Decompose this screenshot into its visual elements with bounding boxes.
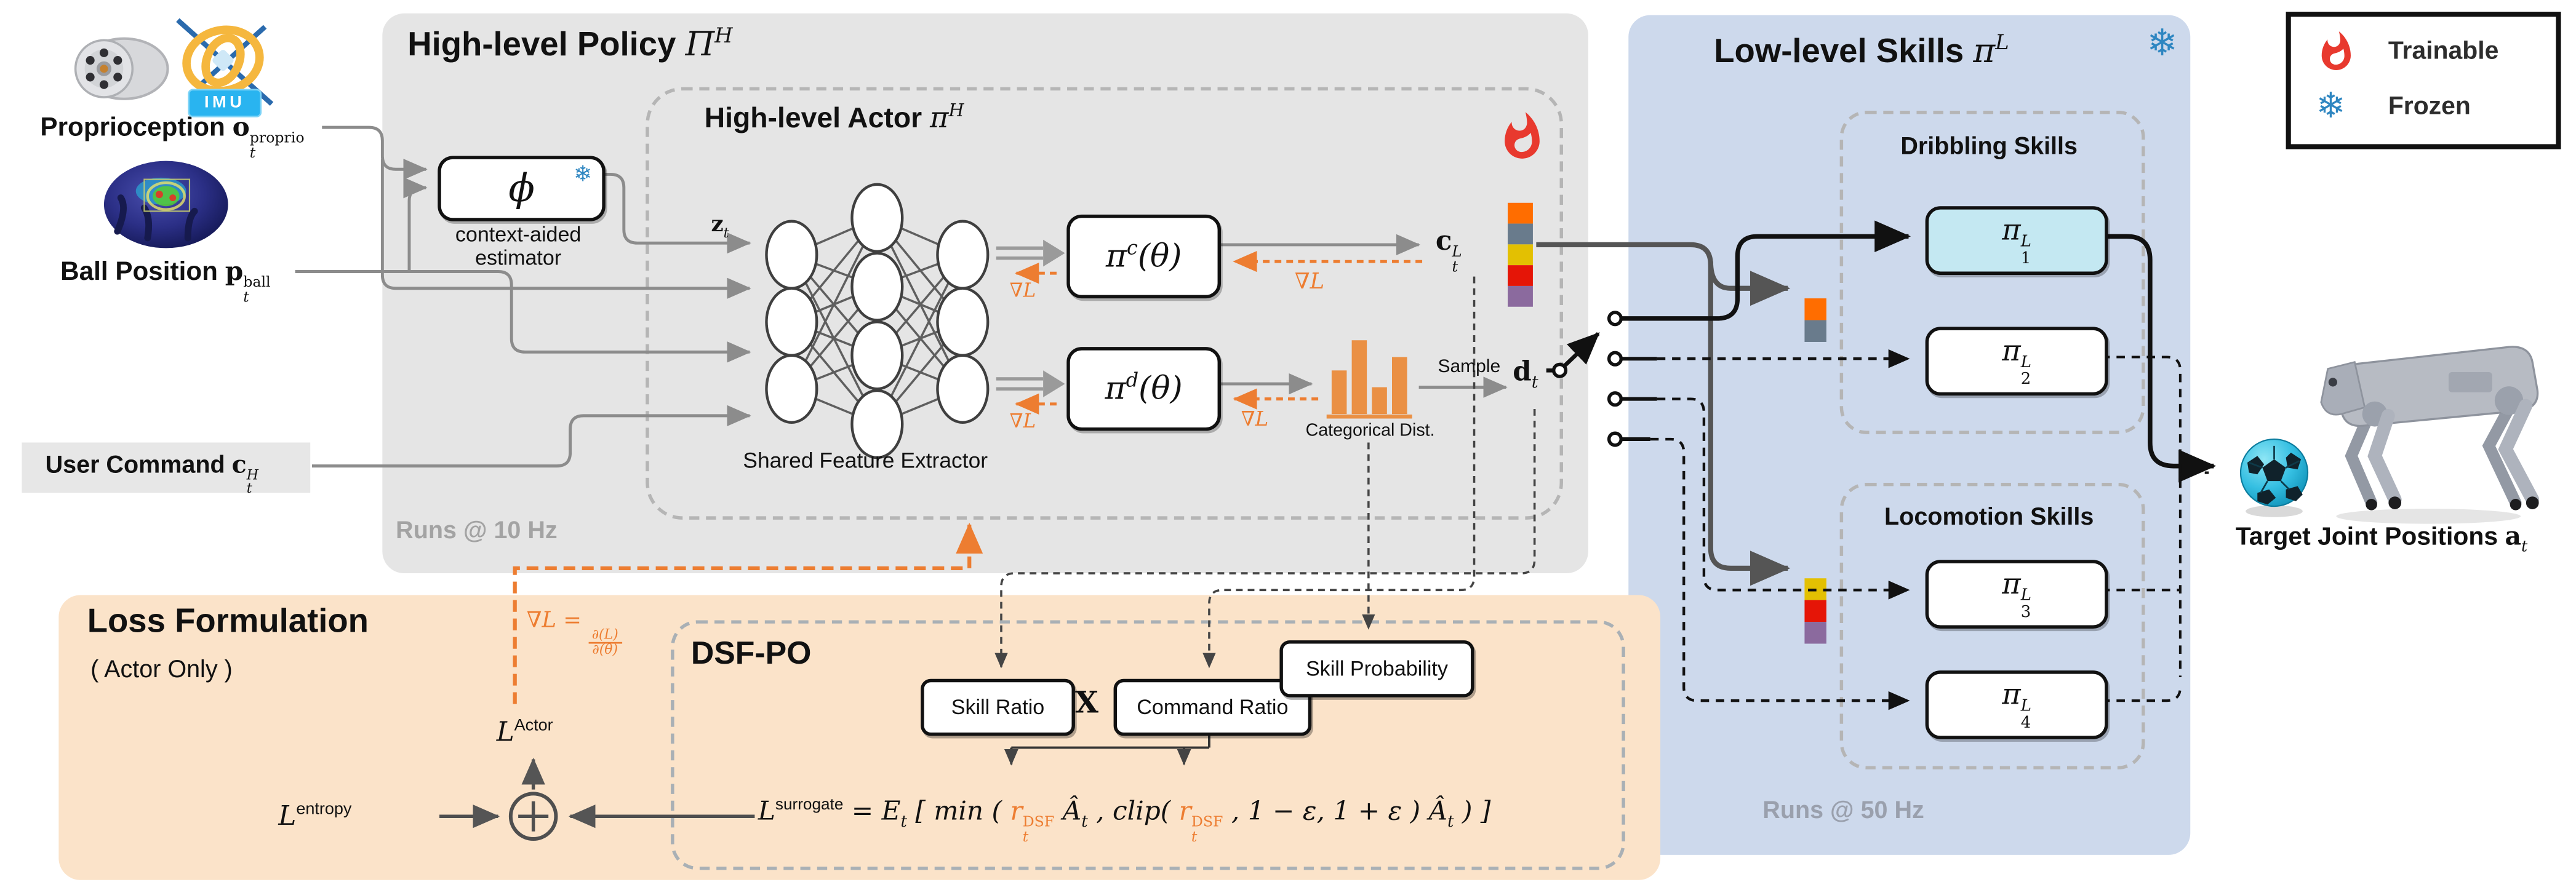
legend-frozen-label: Frozen [2388,92,2471,121]
dsfpo-title: DSF-PO [690,637,812,672]
actor-only-subtitle: ( Actor Only ) [90,657,233,684]
flame-icon [2321,31,2351,71]
target-joint-positions-label: Target Joint Positions at [2235,521,2528,557]
skill-ratio-box: Skill Ratio [921,678,1075,736]
grad-label-c-left: ∇L [1009,278,1036,302]
high-level-actor-dashed-box [646,87,1563,520]
snowflake-icon: ❄ [2146,23,2178,66]
zt-label: zt [711,213,729,241]
skill-selector-switch [1546,311,1623,447]
grad-label-c-right: ∇L [1294,269,1325,295]
loss-formulation-title: Loss Formulation [87,603,369,641]
actor-loss-label: LActor [496,715,553,748]
dsfpo-connectors [994,276,1536,669]
d-output-label: dt [1513,355,1538,393]
dribbling-command-bar [1804,298,1826,342]
continuous-head-box: πc(θ) [1066,214,1222,299]
user-command-box [22,442,311,493]
locomotion-skills-dashed-box [1839,482,2145,769]
ratio-split-wires [1004,732,1210,766]
grad-label-d-right: ∇L [1241,407,1269,431]
gradient-definition: ∇L = ∂(L)∂(θ) [527,607,622,659]
input-wires [295,125,751,468]
high-level-actor-title: High-level Actor πH [704,101,964,136]
gradient-backprop-arrows [1015,250,1423,415]
head-output-arrows [1219,234,1508,398]
grad-label-d-left: ∇L [1009,408,1036,433]
network-to-heads-arrows [996,239,1065,397]
snowflake-icon: ❄ [574,162,593,188]
dsfpo-dashed-box [671,620,1625,870]
dribbling-skills-dashed-box [1839,110,2145,434]
command-vector-bar [1508,202,1533,307]
categorical-dist-label: Categorical Dist. [1305,421,1435,441]
locomotion-skills-label: Locomotion Skills [1884,504,2094,531]
robot-dog-illustration [2320,346,2540,524]
legend-box: Trainable ❄ Frozen [2286,12,2561,149]
skill-probability-box: Skill Probability [1279,640,1474,697]
context-estimator-box: ϕ ❄ [438,156,606,221]
output-wires [2101,234,2217,702]
skill-activation-wires [1622,220,1911,710]
runs-10hz-label: Runs @ 10 Hz [396,518,558,545]
runs-50hz-label: Runs @ 50 Hz [1762,798,1924,825]
motor-icon [74,37,169,100]
categorical-distribution-chart [1326,340,1412,419]
discrete-head-box: πd(θ) [1066,347,1222,431]
shared-feature-extractor-label: Shared Feature Extractor [743,447,988,473]
snowflake-icon: ❄ [2316,85,2346,126]
command-ratio-box: Command Ratio [1113,678,1312,736]
trainable-flame-icon [1505,112,1540,159]
low-level-skills-title: Low-level Skills πL [1714,29,2009,71]
times-operator: X [1074,685,1098,721]
ball-camera-image [103,161,228,248]
loss-gradient-path [513,522,983,704]
high-level-policy-panel [382,13,1588,574]
command-routing-wire [1536,242,1791,586]
dribbling-skills-label: Dribbling Skills [1900,134,2078,161]
entropy-loss-label: Lentropy [278,799,352,832]
loss-wires [439,757,755,841]
phi-symbol: ϕ [508,167,535,211]
imu-badge: IMU [188,89,262,117]
soccer-ball [2239,438,2309,517]
high-level-policy-title: High-level Policy ΠH [407,22,733,64]
legend-trainable-label: Trainable [2388,36,2499,66]
sample-label: Sample [1438,357,1501,378]
shared-feature-extractor-network [765,183,990,459]
locomotion-command-bar [1804,578,1826,644]
